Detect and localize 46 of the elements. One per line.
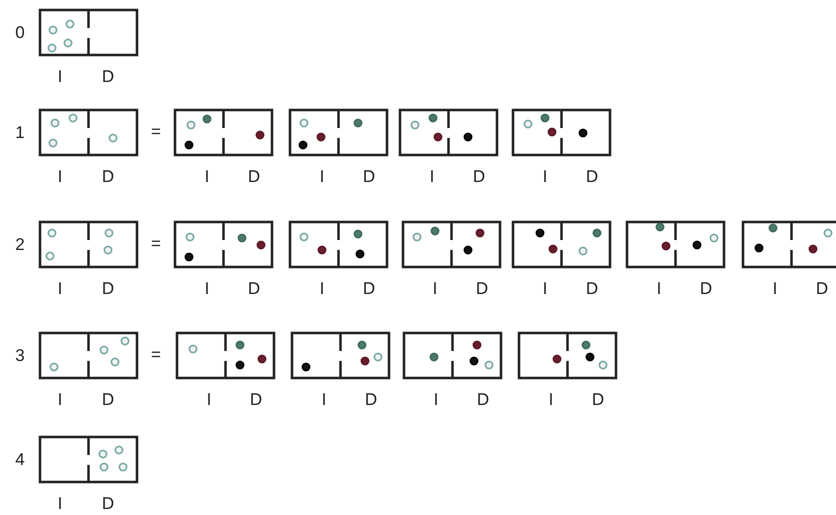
chamber-label: I	[58, 495, 62, 513]
chamber-label: D	[102, 168, 114, 186]
chamber-label: D	[362, 280, 376, 298]
chamber-label: I	[58, 391, 62, 409]
chamber-label: I	[58, 68, 62, 86]
chamber-label: D	[362, 168, 376, 186]
chamber-label: I	[542, 168, 548, 186]
chamber-label: D	[476, 391, 490, 409]
chamber-label: D	[586, 168, 598, 186]
chamber-label: D	[248, 168, 260, 186]
chamber-label: D	[586, 280, 598, 298]
chamber-label: I	[320, 168, 324, 186]
chamber-label: I	[206, 391, 212, 409]
chamber-label: D	[102, 68, 114, 86]
chamber-label: D	[250, 391, 262, 409]
chamber-label: I	[772, 280, 778, 298]
chamber-label: D	[102, 391, 114, 409]
chamber-label: I	[430, 168, 434, 186]
chamber-label: I	[432, 280, 438, 298]
row-number: 1	[15, 124, 25, 142]
chamber-label: I	[542, 280, 548, 298]
chamber-label: I	[320, 280, 324, 298]
chamber-label: D	[248, 280, 260, 298]
chamber-label: D	[102, 280, 114, 298]
chamber-label: I	[204, 280, 210, 298]
chamber-label: D	[592, 391, 604, 409]
chamber-label: I	[322, 391, 326, 409]
equals-sign: =	[151, 346, 161, 364]
row-number: 3	[15, 346, 25, 364]
equals-sign: =	[151, 122, 161, 140]
row-number: 4	[15, 450, 25, 468]
chamber-label: I	[58, 168, 62, 186]
chamber-label: D	[102, 495, 114, 513]
chamber-label: D	[476, 280, 488, 298]
equals-sign: =	[151, 234, 161, 252]
chamber-label: I	[434, 391, 438, 409]
chamber-label: I	[656, 280, 662, 298]
row-number: 0	[15, 24, 25, 42]
chamber-label: D	[472, 168, 486, 186]
chamber-label: I	[58, 280, 62, 298]
chamber-label: I	[204, 168, 210, 186]
chamber-label: D	[364, 391, 378, 409]
chamber-label: D	[700, 280, 712, 298]
row-number: 2	[15, 236, 25, 254]
chamber-label: I	[548, 391, 554, 409]
chamber-label: D	[816, 280, 828, 298]
